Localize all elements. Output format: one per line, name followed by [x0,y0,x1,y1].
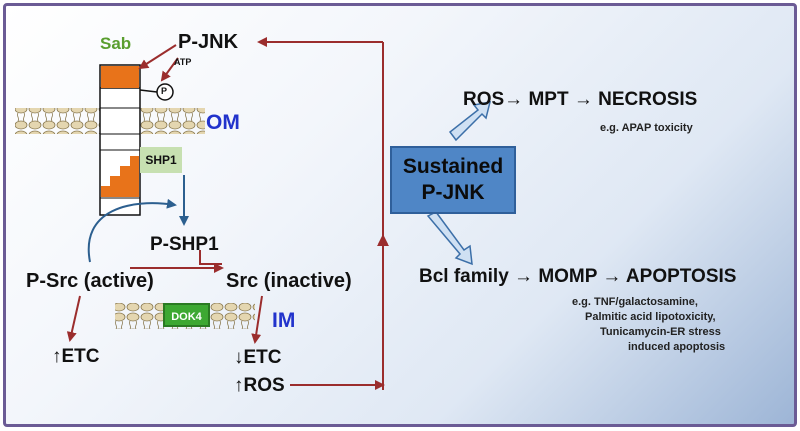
up-ros-label: ↑ROS [234,375,285,396]
arrow-sustained-to-necrosis [448,101,492,142]
apoptosis-example-3: Tunicamycin-ER stress [600,326,721,338]
apoptosis-example-1: e.g. TNF/galactosamine, [572,296,698,308]
phospho-label: P [161,86,168,96]
arrow-psrc-to-etc [66,295,81,342]
p-src-active-label: P-Src (active) [26,270,154,292]
p-jnk-label: P-JNK [178,31,239,53]
sustained-p-jnk-box: Sustained P-JNK [390,146,516,214]
apoptosis-pathway-label: Bcl family → MOMP → APOPTOSIS [419,266,737,287]
dok4-box: DOK4 [163,303,210,327]
arrow-pjnk-to-sab [138,44,177,70]
up-etc-label: ↑ETC [52,346,100,367]
om-label: OM [206,111,240,134]
im-label: IM [272,309,296,332]
necrosis-example-label: e.g. APAP toxicity [600,122,693,134]
arrow-pjnk-to-phospho [160,57,179,82]
src-inactive-label: Src (inactive) [226,270,352,292]
sab-kim-staircase [101,156,139,197]
sab-label: Sab [100,34,132,53]
down-etc-label: ↓ETC [234,347,282,368]
arrow-src-to-etc [251,295,263,344]
necrosis-pathway-label: ROS→ MPT → NECROSIS [463,89,698,110]
sab-binding-domain [101,66,139,88]
apoptosis-example-2: Palmitic acid lipotoxicity, [585,311,716,323]
atp-label: ATP [174,57,192,67]
arrow-psrc-to-sab [87,198,177,263]
sustained-line-2: P-JNK [421,181,485,204]
arrow-sustained-to-apoptosis [426,211,473,266]
phospho-circle [156,83,174,101]
apoptosis-example-4: induced apoptosis [628,341,726,353]
sustained-line-1: Sustained [402,155,504,178]
shp1-box: SHP1 [140,147,182,173]
p-shp1-label: P-SHP1 [150,234,219,255]
